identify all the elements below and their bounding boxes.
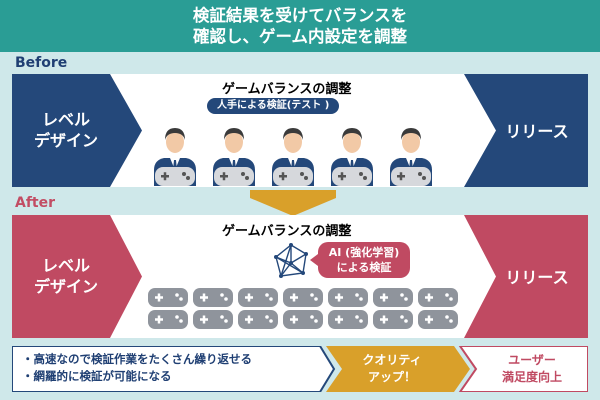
down-arrow-icon	[250, 190, 336, 216]
game-controller-icon	[193, 310, 233, 329]
quality-up-line-1: クオリティ	[362, 353, 422, 367]
after-level-design-line-1: レベル	[41, 256, 90, 275]
game-controller-icon	[418, 288, 458, 307]
before-level-design-line-1: レベル	[41, 110, 90, 129]
game-controller-icon	[283, 288, 323, 307]
ai-test-line-1: AI (強化学習)	[328, 246, 400, 259]
header-line-2: 確認し、ゲーム内設定を調整	[192, 27, 407, 46]
tester-person-icon	[154, 128, 196, 186]
game-controller-icon	[328, 288, 368, 307]
before-label: Before	[15, 55, 68, 71]
benefit-flow: ・高速なので検証作業をたくさん繰り返せる ・網羅的に検証が可能になる クオリティ…	[12, 346, 588, 392]
before-level-design: レベル デザイン	[12, 109, 120, 151]
after-level-design: レベル デザイン	[12, 255, 120, 297]
benefit-item: ・網羅的に検証が可能になる	[22, 369, 172, 383]
before-release: リリース	[505, 122, 569, 141]
game-controller-icon	[238, 310, 278, 329]
user-satisfaction-line-2: 満足度向上	[501, 370, 562, 384]
benefit-flow-shapes	[12, 346, 588, 392]
game-controller-icon	[373, 310, 413, 329]
benefit-item: ・高速なので検証作業をたくさん繰り返せる	[22, 352, 252, 366]
tester-person-icon	[213, 128, 255, 186]
header-banner: 検証結果を受けてバランスを 確認し、ゲーム内設定を調整	[0, 0, 600, 52]
header-line-1: 検証結果を受けてバランスを	[192, 6, 408, 25]
after-release: リリース	[505, 268, 569, 287]
before-panel-title: ゲームバランスの調整	[222, 82, 352, 97]
user-satisfaction-line-1: ユーザー	[508, 353, 556, 367]
benefit-list: ・高速なので検証作業をたくさん繰り返せる ・網羅的に検証が可能になる	[22, 351, 252, 385]
manual-test-pill: 人手による検証(テスト )	[207, 98, 340, 114]
ai-test-line-2: による検証	[336, 261, 392, 274]
quality-up-line-2: アップ！	[367, 370, 416, 384]
quality-up: クオリティ アップ！	[344, 352, 440, 386]
tester-person-icon	[272, 128, 314, 186]
user-satisfaction: ユーザー 満足度向上	[482, 352, 582, 386]
game-controller-icon	[148, 310, 188, 329]
ai-test-bubble: AI (強化学習) による検証	[310, 242, 410, 278]
game-controller-icon	[283, 310, 323, 329]
game-controller-icon	[193, 288, 233, 307]
after-level-design-line-2: デザイン	[33, 277, 98, 296]
tester-person-icon	[390, 128, 432, 186]
before-level-design-line-2: デザイン	[33, 131, 98, 150]
game-controller-icon	[328, 310, 368, 329]
game-controller-icon	[238, 288, 278, 307]
game-controller-icon	[373, 288, 413, 307]
tester-person-icon	[331, 128, 373, 186]
after-label: After	[15, 195, 56, 211]
after-panel-title: ゲームバランスの調整	[222, 224, 352, 239]
game-controller-icon	[148, 288, 188, 307]
ai-network-icon	[274, 243, 308, 278]
game-controller-icon	[418, 310, 458, 329]
